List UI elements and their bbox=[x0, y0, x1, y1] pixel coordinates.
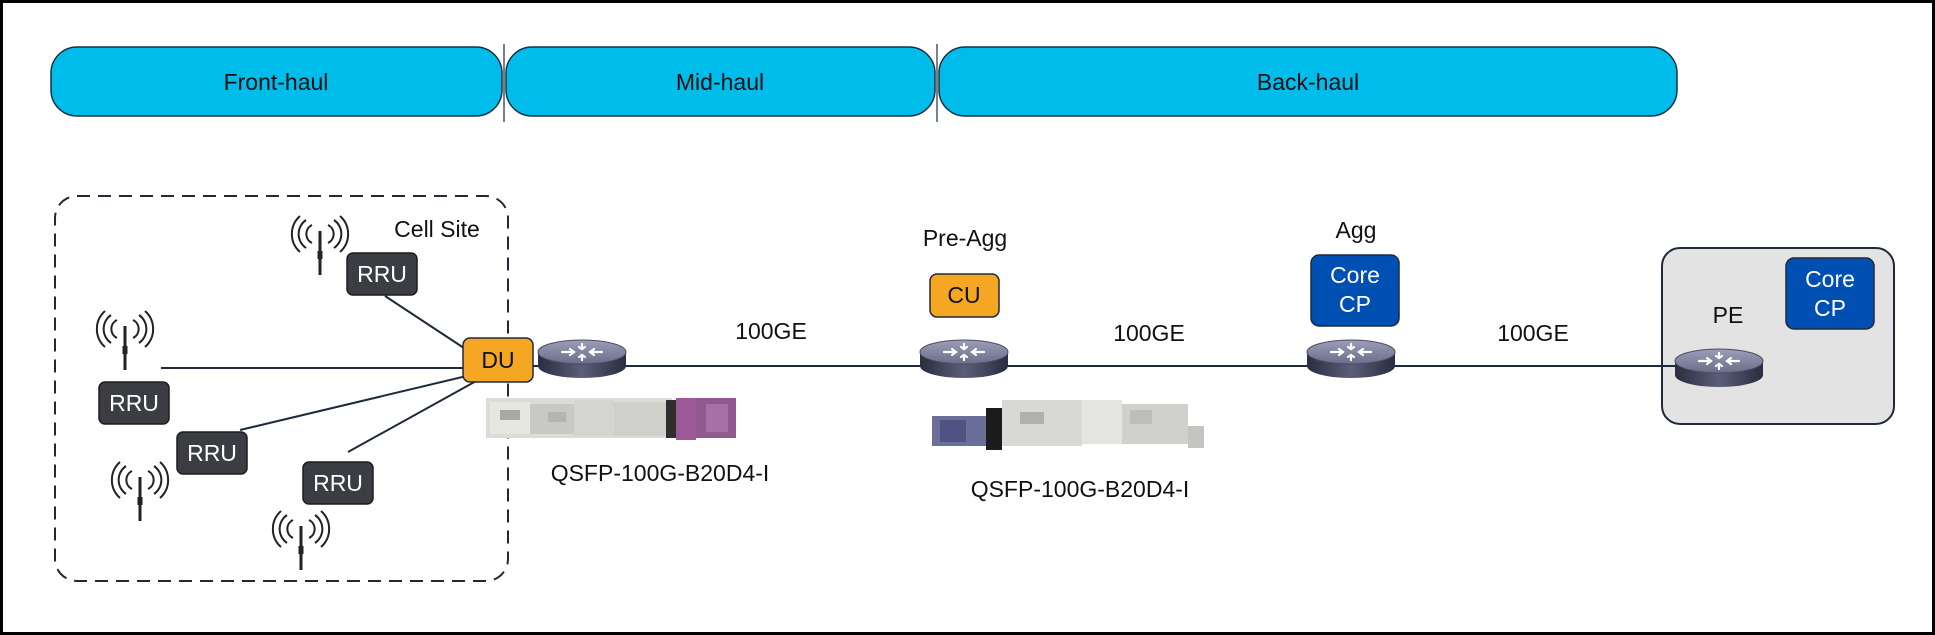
core-label-line1: Core bbox=[1330, 262, 1380, 288]
agg-label: Agg bbox=[1336, 217, 1377, 243]
agg-router-icon bbox=[1305, 338, 1397, 380]
cell-site-router-icon bbox=[536, 338, 628, 380]
optic-module-image bbox=[486, 398, 736, 440]
cell-site-boundary bbox=[54, 195, 509, 582]
rru-box: RRU bbox=[346, 252, 418, 296]
rru-box: RRU bbox=[302, 461, 374, 505]
core-label-line2: CP bbox=[1814, 295, 1846, 321]
pe-router-icon bbox=[1673, 347, 1765, 389]
rru-box: RRU bbox=[98, 381, 170, 425]
pe-label: PE bbox=[1713, 302, 1744, 328]
segment-label: Back-haul bbox=[1257, 69, 1359, 95]
core-label-line1: Core bbox=[1805, 266, 1855, 292]
optic-module-image bbox=[932, 400, 1204, 450]
cu-label: CU bbox=[947, 282, 980, 308]
link-speed-label: 100GE bbox=[1113, 320, 1185, 346]
optic-part-label: QSFP-100G-B20D4-I bbox=[971, 476, 1190, 502]
link-speed-label: 100GE bbox=[735, 318, 807, 344]
optic-part-label: QSFP-100G-B20D4-I bbox=[551, 460, 770, 486]
cell-site-label: Cell Site bbox=[394, 216, 480, 242]
rru-label: RRU bbox=[313, 470, 363, 496]
rru-label: RRU bbox=[357, 261, 407, 287]
antenna-icon bbox=[95, 309, 155, 372]
agg-core-cp-box: Core CP bbox=[1310, 254, 1400, 327]
segment-back-haul: Back-haul bbox=[938, 46, 1678, 117]
rru-label: RRU bbox=[109, 390, 159, 416]
pre-agg-label: Pre-Agg bbox=[923, 225, 1007, 251]
segment-label: Mid-haul bbox=[676, 69, 764, 95]
rru-label: RRU bbox=[187, 440, 237, 466]
du-label: DU bbox=[481, 347, 514, 373]
segment-label: Front-haul bbox=[224, 69, 329, 95]
antenna-icon bbox=[110, 460, 170, 523]
link-speed-label: 100GE bbox=[1497, 320, 1569, 346]
rru-box: RRU bbox=[176, 431, 248, 475]
antenna-icon bbox=[290, 214, 350, 277]
pre-agg-router-icon bbox=[918, 338, 1010, 380]
du-box: DU bbox=[462, 337, 534, 383]
antenna-icon bbox=[271, 509, 331, 572]
cu-box: CU bbox=[929, 273, 1000, 318]
core-label-line2: CP bbox=[1339, 291, 1371, 317]
segment-mid-haul: Mid-haul bbox=[505, 46, 936, 117]
segment-front-haul: Front-haul bbox=[50, 46, 503, 117]
pe-core-cp-box: Core CP bbox=[1785, 257, 1875, 330]
